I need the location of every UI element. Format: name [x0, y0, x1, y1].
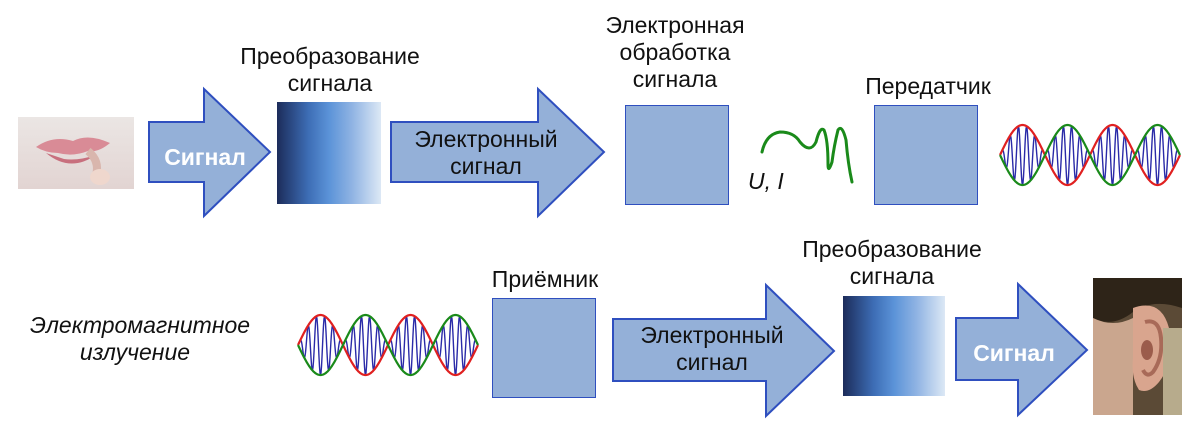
- conversion-block-top: [277, 102, 381, 204]
- transmitter-label: Передатчик: [865, 73, 991, 99]
- processing-block: [625, 105, 729, 205]
- em-wave-top: [999, 123, 1181, 187]
- receiver-label: Приёмник: [491, 266, 599, 292]
- electronic-signal-arrow-bottom: [612, 282, 836, 419]
- ui-label: U, I: [748, 168, 784, 194]
- receiver-block: [492, 298, 596, 398]
- conversion-block-bottom: [843, 296, 945, 396]
- envelope-green: [297, 313, 479, 377]
- signal-arrow-bottom-label: Сигнал: [973, 340, 1055, 366]
- transmitter-block: [874, 105, 978, 205]
- em-radiation-label: Электромагнитное излучение: [30, 312, 251, 365]
- conversion-top-label: Преобразование сигнала: [240, 43, 420, 96]
- signal-arrow-top: [148, 86, 272, 219]
- signal-arrow-top-label: Сигнал: [164, 144, 246, 170]
- voltage-current-waveform: [760, 126, 854, 184]
- electronic-signal-arrow-top-label: Электронный сигнал: [414, 126, 558, 179]
- electronic-processing-label: Электронная обработка сигнала: [605, 12, 745, 92]
- lips-image: [18, 117, 134, 189]
- conversion-bottom-label: Преобразование сигнала: [802, 236, 982, 289]
- envelope-green: [999, 123, 1181, 187]
- em-wave-bottom: [297, 313, 479, 377]
- signal-arrow-bottom: [955, 281, 1089, 418]
- ear-image: [1093, 278, 1182, 415]
- electronic-signal-arrow-top: [390, 86, 606, 219]
- electronic-signal-arrow-bottom-label: Электронный сигнал: [640, 322, 784, 375]
